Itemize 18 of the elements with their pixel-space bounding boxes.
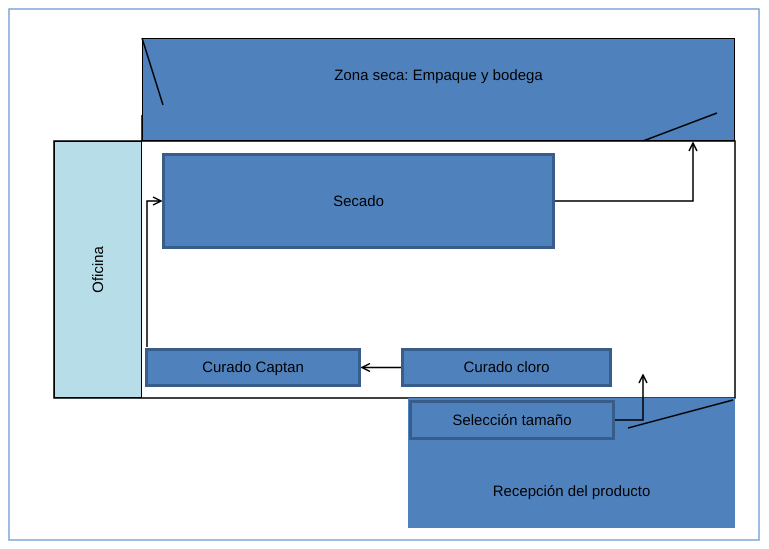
zone-label: Recepción del producto <box>492 482 650 500</box>
zone-label: Zona seca: Empaque y bodega <box>334 67 543 84</box>
arrow <box>555 142 698 202</box>
storage-zone <box>142 38 735 141</box>
process-box <box>401 348 612 387</box>
process-box <box>409 400 615 440</box>
process-label: Curado cloro <box>464 359 550 376</box>
arrow <box>361 362 401 372</box>
arrow <box>615 374 648 421</box>
process-box <box>145 348 361 387</box>
process-label: Secado <box>333 192 384 210</box>
process-box <box>162 153 555 249</box>
process-label: Curado Captan <box>202 359 304 376</box>
process-label: Selección tamaño <box>452 412 572 428</box>
office-label: Oficina <box>90 246 106 293</box>
reception-zone <box>408 398 735 528</box>
office-area <box>54 141 142 398</box>
arrow <box>146 196 162 347</box>
